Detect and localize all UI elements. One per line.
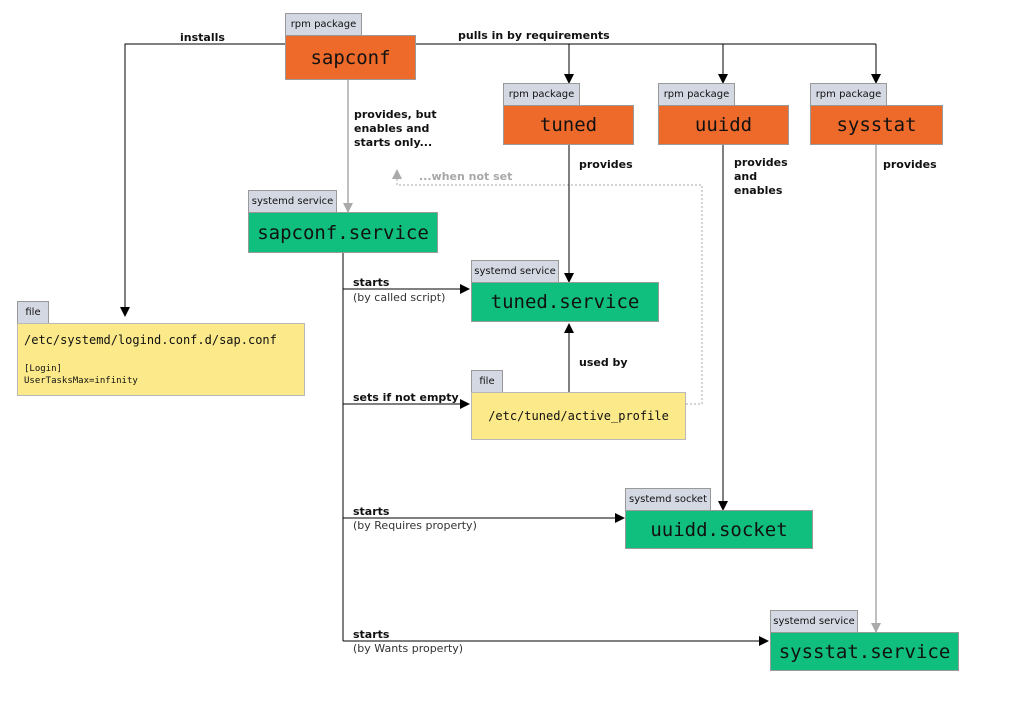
label-pulls-in: pulls in by requirements (458, 29, 610, 42)
sapconf-package-node: sapconf (285, 35, 416, 80)
sapconf-package-tag: rpm package (285, 13, 362, 35)
edge-installs (120, 43, 285, 317)
tuned-package-tag: rpm package (503, 83, 580, 105)
tuned-service-node: tuned.service (471, 282, 659, 322)
sapconf-service-tag: systemd service (248, 190, 337, 212)
tuned-service-tag: systemd service (471, 260, 559, 282)
label-used-by: used by (579, 356, 628, 369)
label-starts-uuidd: starts (353, 505, 390, 518)
edge-when-not-set (392, 169, 703, 405)
tuned-service-title: tuned.service (490, 291, 640, 313)
label-sets-if-not-empty: sets if not empty (353, 391, 459, 404)
sapconf-package-title: sapconf (310, 46, 391, 69)
uuidd-package-title: uuidd (694, 114, 753, 136)
sysstat-package-node: sysstat (810, 105, 943, 145)
label-starts-uuidd-sub: (by Requires property) (353, 519, 477, 532)
sapconf-service-node: sapconf.service (248, 212, 438, 253)
uuidd-package-node: uuidd (658, 105, 789, 145)
sapconf-service-title: sapconf.service (257, 221, 429, 244)
label-starts-sysstat: starts (353, 628, 390, 641)
label-starts-tuned: starts (353, 276, 390, 289)
logind-file-line-2: UserTasksMax=infinity (24, 376, 138, 386)
sysstat-package-title: sysstat (836, 114, 917, 136)
sysstat-service-title: sysstat.service (778, 640, 951, 663)
label-when-not-set: ...when not set (419, 170, 513, 183)
uuidd-socket-tag: systemd socket (625, 488, 711, 510)
active-profile-file-tag: file (471, 370, 503, 392)
uuidd-socket-title: uuidd.socket (650, 518, 788, 541)
label-provides-but: provides, but enables and starts only... (354, 108, 437, 149)
active-profile-file-node: /etc/tuned/active_profile (471, 392, 686, 440)
sysstat-service-tag: systemd service (770, 610, 858, 632)
sysstat-package-tag: rpm package (810, 83, 887, 105)
label-uuidd-provides: provides and enables (734, 156, 788, 197)
active-profile-file-path: /etc/tuned/active_profile (488, 409, 669, 423)
label-starts-sysstat-sub: (by Wants property) (353, 642, 464, 655)
logind-file-node: /etc/systemd/logind.conf.d/sap.conf [Log… (17, 323, 305, 396)
label-installs: installs (180, 31, 225, 44)
logind-file-tag: file (17, 301, 49, 323)
uuidd-package-tag: rpm package (658, 83, 735, 105)
logind-file-line-1: [Login] (24, 364, 62, 374)
label-tuned-provides: provides (579, 158, 633, 171)
tuned-package-node: tuned (503, 105, 634, 145)
label-sysstat-provides: provides (883, 158, 937, 171)
tuned-package-title: tuned (539, 114, 598, 136)
logind-file-path: /etc/systemd/logind.conf.d/sap.conf (24, 333, 277, 347)
label-starts-tuned-sub: (by called script) (353, 291, 446, 304)
sysstat-service-node: sysstat.service (770, 632, 959, 671)
uuidd-socket-node: uuidd.socket (625, 510, 813, 549)
